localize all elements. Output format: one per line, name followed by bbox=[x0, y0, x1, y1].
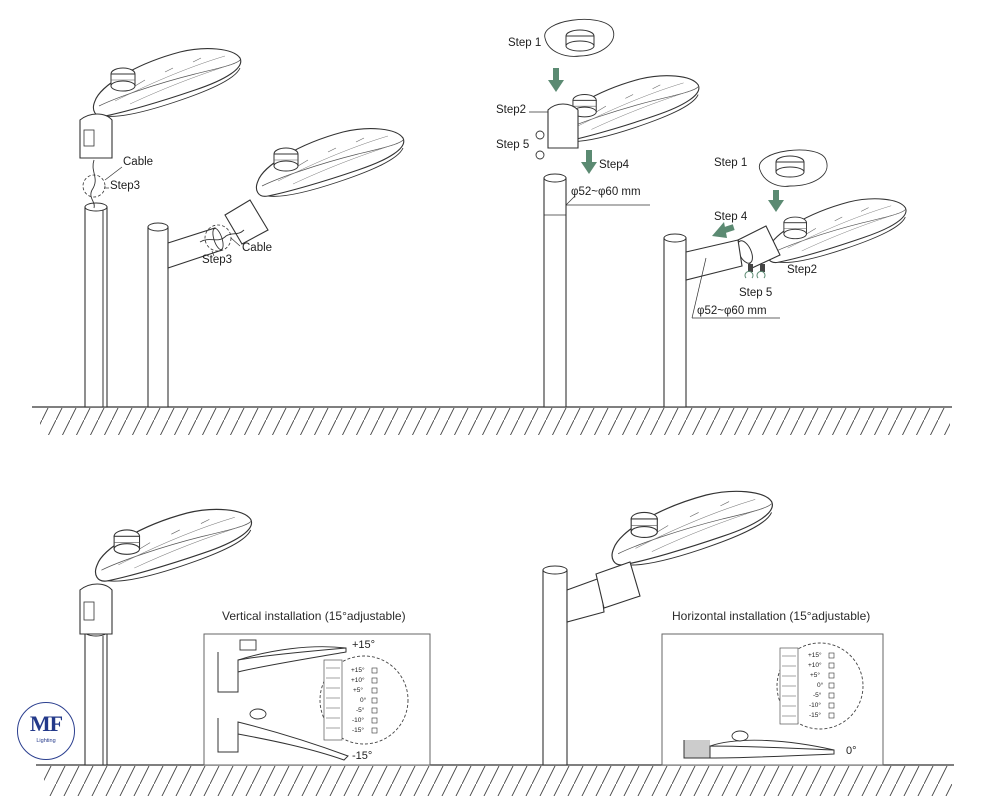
step1-label-2: Step 1 bbox=[714, 157, 748, 169]
horizontal-scale-2: +5° bbox=[810, 672, 821, 679]
horizontal-scale-5: -10° bbox=[809, 702, 821, 709]
step4-label-2: Step 4 bbox=[714, 211, 748, 223]
mf-logo: MF Lighting bbox=[17, 702, 75, 760]
pole-vertical-1 bbox=[84, 202, 108, 408]
rotate-cap-1 bbox=[544, 18, 615, 57]
step2-label-1: Step2 bbox=[496, 104, 527, 116]
lamp-horizontal-2 bbox=[737, 198, 907, 269]
pole-vertical-3 bbox=[84, 627, 108, 766]
step3-label-1: Step3 bbox=[110, 180, 141, 192]
vertical-scale-4: -5° bbox=[356, 707, 365, 714]
lamp-vertical-3 bbox=[79, 508, 253, 635]
horizontal-scale-3: 0° bbox=[817, 682, 824, 689]
vertical-scale-6: -15° bbox=[352, 727, 364, 734]
ground-bottom bbox=[36, 764, 954, 796]
pole-horizontal-1 bbox=[147, 222, 224, 408]
lamp-horizontal-1 bbox=[224, 128, 405, 245]
pole-horizontal-3 bbox=[542, 565, 605, 766]
lamp-vertical-2 bbox=[547, 75, 700, 149]
vertical-scale-5: -10° bbox=[352, 717, 364, 724]
horizontal-scale-1: +10° bbox=[808, 662, 822, 669]
rotate-cap-2 bbox=[759, 149, 828, 187]
vertical-angle-up: +15° bbox=[352, 639, 376, 651]
step-arrow-down-3 bbox=[768, 190, 784, 212]
vertical-scale-0: +15° bbox=[351, 667, 365, 674]
step-arrow-down-1 bbox=[548, 68, 564, 92]
vertical-detail-box bbox=[203, 633, 431, 766]
step3-label-2: Step3 bbox=[202, 254, 233, 266]
lamp-horizontal-3 bbox=[595, 490, 773, 609]
cable-label-2: Cable bbox=[242, 242, 273, 254]
step4-label-1: Step4 bbox=[599, 159, 630, 171]
horizontal-scale-4: -5° bbox=[813, 692, 822, 699]
step-arrow-left bbox=[712, 222, 735, 238]
cable-detail-1 bbox=[82, 159, 123, 209]
step5-label-1: Step 5 bbox=[496, 139, 530, 151]
cable-label-1: Cable bbox=[123, 156, 154, 168]
step5-label-2: Step 5 bbox=[739, 287, 773, 299]
dimension-label-2: φ52~φ60 mm bbox=[697, 305, 767, 317]
vertical-scale-3: 0° bbox=[360, 697, 367, 704]
horizontal-caption: Horizontal installation (15°adjustable) bbox=[672, 609, 871, 623]
horizontal-detail-box bbox=[661, 633, 884, 766]
horizontal-scale-0: +15° bbox=[808, 652, 822, 659]
pole-vertical-2 bbox=[543, 173, 650, 408]
horizontal-scale-6: -15° bbox=[809, 712, 821, 719]
cable-detail-2 bbox=[199, 224, 245, 257]
vertical-caption: Vertical installation (15°adjustable) bbox=[222, 609, 406, 623]
ground-top bbox=[32, 406, 952, 435]
step1-label-1: Step 1 bbox=[508, 37, 542, 49]
vertical-angle-down: -15° bbox=[352, 750, 373, 762]
logo-mark: MF bbox=[29, 711, 63, 736]
logo-subtext: Lighting bbox=[36, 738, 56, 744]
screws-2 bbox=[744, 264, 766, 279]
dimension-label-1: φ52~φ60 mm bbox=[571, 186, 641, 198]
pole-horizontal-2 bbox=[663, 233, 780, 408]
step2-label-2: Step2 bbox=[787, 264, 818, 276]
step-arrow-down-2 bbox=[581, 150, 597, 174]
lamp-vertical-1 bbox=[79, 48, 242, 159]
screws-1 bbox=[529, 111, 548, 160]
vertical-scale-1: +10° bbox=[351, 677, 365, 684]
horizontal-angle: 0° bbox=[846, 745, 857, 757]
vertical-scale-2: +5° bbox=[353, 687, 364, 694]
